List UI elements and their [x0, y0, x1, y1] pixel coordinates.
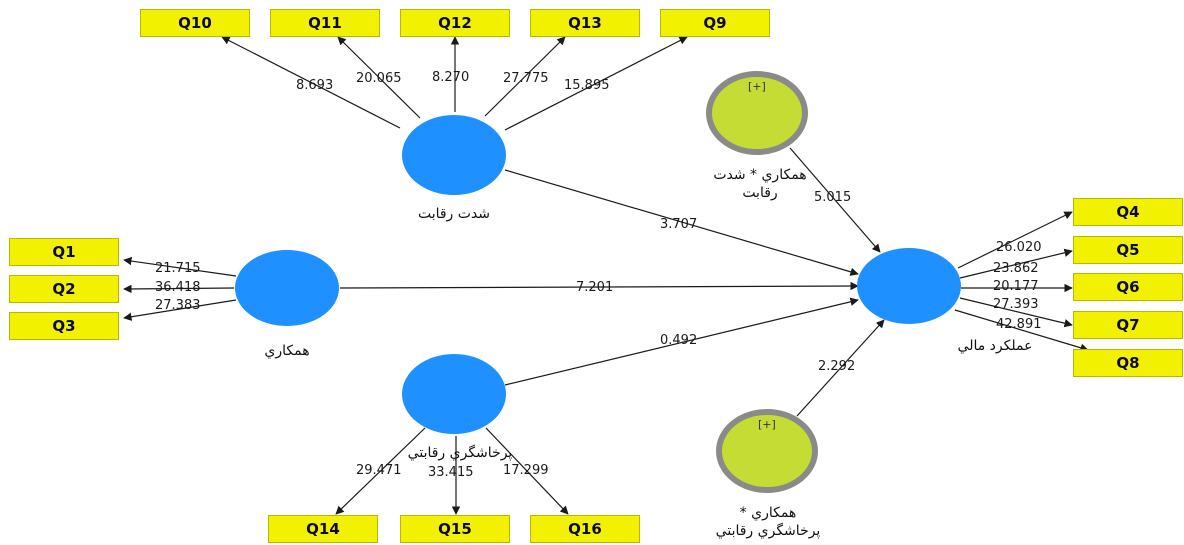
loading-q2: 36.418 — [155, 280, 201, 295]
loading-q10: 8.693 — [296, 78, 334, 93]
edge-q13 — [484, 36, 566, 117]
loading-q16: 17.299 — [503, 463, 549, 478]
label-mod2: همكاري * پرخاشگري رقابتي — [715, 505, 821, 539]
mod2-plus: [+] — [758, 418, 776, 431]
path-mod1-financial — [789, 147, 881, 253]
indicator-q15: Q15 — [400, 515, 510, 543]
path-label-mod2: 2.292 — [818, 359, 856, 374]
label-proactive: پرخاشگري رقابتي — [407, 445, 513, 461]
mod1-plus: [+] — [748, 80, 766, 93]
loading-q9: 15.895 — [564, 78, 610, 93]
loading-q1: 21.715 — [155, 261, 201, 276]
indicator-q14: Q14 — [268, 515, 378, 543]
edges-financial — [954, 211, 1089, 352]
edge-q3 — [123, 299, 237, 321]
edge-q1 — [123, 256, 237, 277]
construct-competition — [402, 115, 506, 195]
loading-q3: 27.383 — [155, 298, 201, 313]
label-cooperation: همكاري — [264, 343, 310, 359]
loading-q4: 26.020 — [996, 240, 1042, 255]
edge-q4 — [957, 211, 1073, 269]
path-proactive-financial — [504, 297, 859, 386]
edge-q8 — [954, 309, 1089, 352]
loading-q5: 23.862 — [993, 261, 1039, 276]
edge-q5 — [959, 248, 1073, 279]
path-label-competition: 3.707 — [660, 217, 698, 232]
construct-mod2 — [716, 409, 818, 493]
edge-q16 — [485, 427, 569, 515]
path-label-proactive: 0.492 — [660, 333, 698, 348]
indicator-q13: Q13 — [530, 9, 640, 37]
indicator-q11: Q11 — [270, 9, 380, 37]
construct-proactive — [402, 354, 506, 434]
construct-financial — [857, 248, 961, 324]
edge-q2 — [123, 284, 235, 294]
indicator-q4: Q4 — [1073, 198, 1183, 226]
indicator-q16: Q16 — [530, 515, 640, 543]
path-mod2-financial — [796, 319, 885, 417]
edge-q9 — [504, 36, 688, 131]
loading-q15: 33.415 — [428, 465, 474, 480]
indicator-q3: Q3 — [9, 312, 119, 340]
edge-q7 — [959, 297, 1073, 328]
edge-q11 — [337, 36, 421, 119]
indicator-q10: Q10 — [140, 9, 250, 37]
loading-q11: 20.065 — [356, 71, 402, 86]
indicator-q9: Q9 — [660, 9, 770, 37]
indicator-q1: Q1 — [9, 238, 119, 266]
indicator-q12: Q12 — [400, 9, 510, 37]
label-competition: شدت رقابت — [417, 206, 491, 222]
indicator-q7: Q7 — [1073, 311, 1183, 339]
loading-q13: 27.775 — [503, 71, 549, 86]
path-label-mod1: 5.015 — [814, 190, 852, 205]
loading-q7: 27.393 — [993, 297, 1039, 312]
edges-proactive — [335, 427, 569, 515]
loading-q6: 20.177 — [993, 279, 1039, 294]
edge-q10 — [221, 36, 401, 129]
indicator-q8: Q8 — [1073, 349, 1183, 377]
indicator-q5: Q5 — [1073, 236, 1183, 264]
edge-q14 — [335, 427, 426, 515]
edges-structural — [339, 147, 885, 417]
label-mod1: همكاري * شدت رقابت — [713, 167, 807, 201]
loading-q14: 29.471 — [356, 463, 402, 478]
loading-q8: 42.891 — [996, 317, 1042, 332]
loading-q12: 8.270 — [432, 70, 470, 85]
construct-mod1 — [706, 71, 808, 155]
construct-cooperation — [235, 250, 339, 326]
edges-competition — [221, 36, 688, 131]
path-cooperation-financial — [339, 281, 859, 291]
indicator-q2: Q2 — [9, 275, 119, 303]
indicator-q6: Q6 — [1073, 273, 1183, 301]
path-competition-financial — [504, 169, 859, 276]
label-financial: عملكرد مالي — [957, 338, 1033, 354]
path-label-cooperation: 7.201 — [576, 280, 614, 295]
edges-cooperation — [123, 256, 237, 321]
